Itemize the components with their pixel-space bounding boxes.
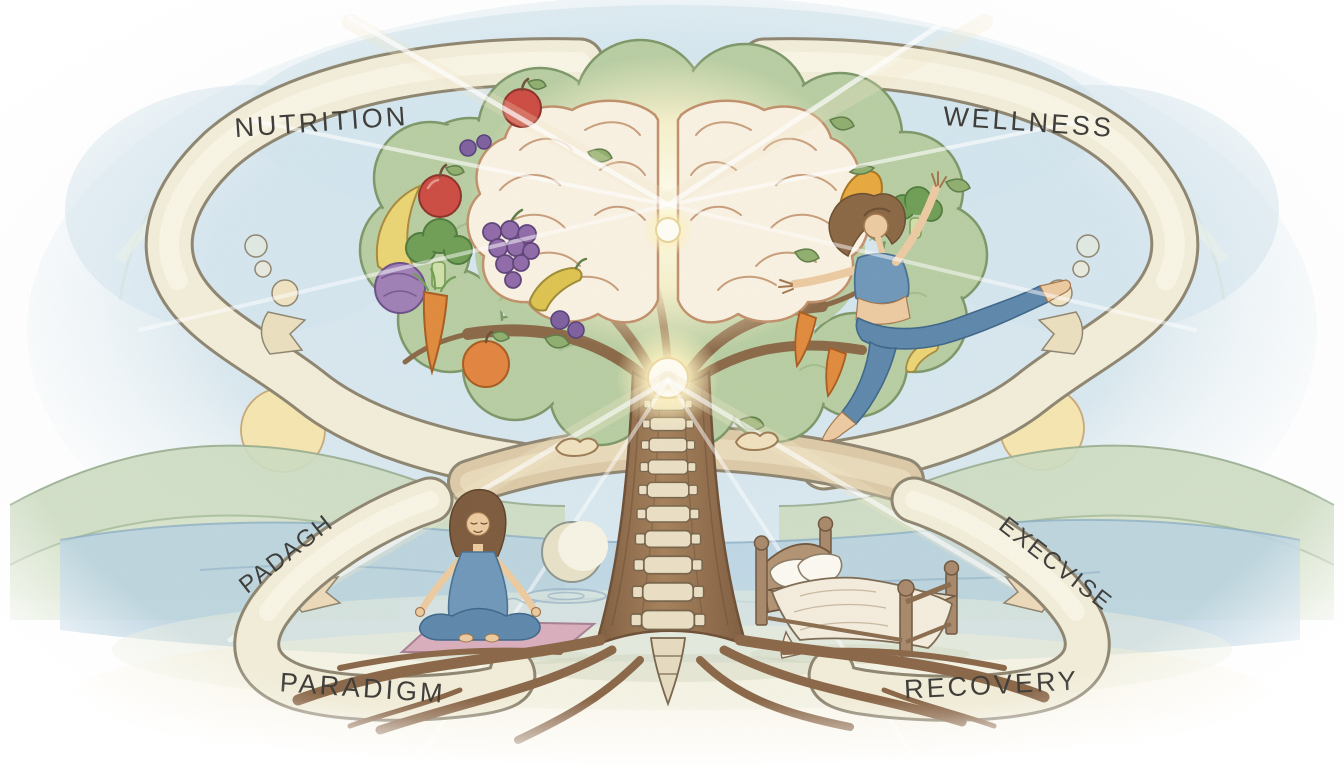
bottom-fade xyxy=(0,700,1344,768)
